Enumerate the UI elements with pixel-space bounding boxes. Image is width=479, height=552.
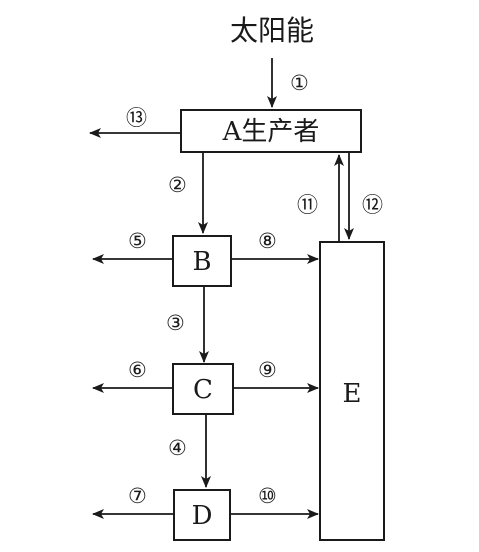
label-flow-9: ⑨: [258, 358, 277, 382]
label-flow-1: ①: [290, 71, 309, 95]
node-d-box: [173, 489, 231, 541]
node-b-label: B: [192, 247, 211, 277]
node-c-label: C: [193, 375, 213, 405]
label-flow-10: ⑩: [258, 484, 277, 508]
label-flow-2: ②: [168, 173, 187, 197]
node-c-box: [172, 363, 234, 415]
label-flow-7: ⑦: [128, 484, 147, 508]
label-flow-6: ⑥: [128, 358, 147, 382]
label-flow-3: ③: [166, 311, 185, 335]
label-flow-13: ⑬: [126, 106, 147, 130]
label-flow-11: ⑪: [297, 193, 318, 217]
node-a-box: [180, 109, 362, 153]
label-flow-12: ⑫: [362, 193, 383, 217]
node-d-label: D: [192, 501, 213, 531]
node-e-box: [319, 241, 385, 541]
label-flow-4: ④: [168, 436, 187, 460]
node-b-box: [172, 235, 232, 287]
label-flow-8: ⑧: [258, 229, 277, 253]
node-e-label: E: [343, 379, 362, 409]
node-a-label: A生产者: [222, 117, 320, 147]
label-flow-5: ⑤: [128, 229, 147, 253]
title-solar-energy: 太阳能: [230, 14, 314, 47]
